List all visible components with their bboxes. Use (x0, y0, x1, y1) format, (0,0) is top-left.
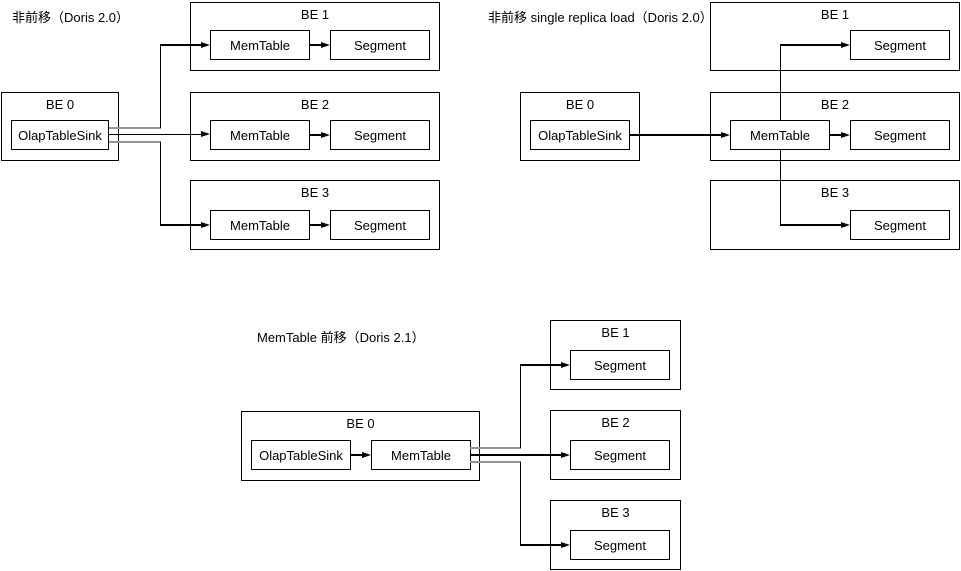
forward-be1-label: BE 1 (601, 325, 630, 340)
edge-memtable-to-be2-segment-arrowhead-forward (561, 451, 570, 458)
nonforward-be3-memtable-node: MemTable (210, 210, 310, 240)
nonforward-be1-segment-node: Segment (330, 30, 430, 60)
nonforward-be2-label: BE 2 (300, 97, 330, 112)
edge-sink-to-be1-horizontal (160, 44, 202, 46)
single-replica-be0-label: BE 0 (565, 97, 595, 112)
edge-sink-to-be3-horizontal (160, 224, 202, 226)
edge-memtable-to-be1-stub (470, 446, 521, 449)
nonforward-olaptablesink-node: OlapTableSink (11, 120, 109, 150)
edge-sink-to-be1-stub (109, 126, 161, 129)
edge-memtable-to-be1-arrowhead-forward (561, 361, 570, 368)
edge-be1-memtable-segment-arrowhead (321, 41, 330, 48)
forward-olaptablesink-node: OlapTableSink (251, 440, 351, 470)
edge-memtable-to-be3-horizontal (780, 224, 842, 226)
edge-memtable-to-be3-arrowhead-forward (561, 541, 570, 548)
nonforward-be2-segment-node: Segment (330, 120, 430, 150)
edge-sink-to-be1-vertical (160, 44, 162, 128)
single-replica-be2-label: BE 2 (820, 97, 850, 112)
single-replica-be1-label: BE 1 (820, 7, 850, 22)
single-replica-be2-memtable-node: MemTable (730, 120, 830, 150)
edge-sink-to-be2-arrowhead (201, 131, 210, 137)
nonforward-be3-label: BE 3 (300, 185, 330, 200)
forward-title: MemTable 前移（Doris 2.1） (257, 330, 425, 345)
forward-be1-segment-node: Segment (570, 350, 670, 380)
edge-memtable-to-be3-vertical (780, 149, 782, 226)
nonforward-be3-segment-node: Segment (330, 210, 430, 240)
forward-be3-label: BE 3 (601, 505, 630, 520)
nonforward-be2-memtable-node: MemTable (210, 120, 310, 150)
edge-memtable-to-be3-vertical-forward (520, 461, 522, 546)
edge-memtable-to-be2-segment-line (830, 134, 842, 136)
edge-memtable-to-be3-horizontal-forward (520, 544, 562, 546)
nonforward-be1-label: BE 1 (300, 7, 330, 22)
nonforward-be1-memtable-node: MemTable (210, 30, 310, 60)
edge-be2-memtable-segment-arrowhead (321, 131, 330, 138)
edge-memtable-to-be1-horizontal-forward (520, 364, 562, 366)
edge-sink-to-memtable-arrowhead-forward (362, 451, 371, 458)
single-replica-title: 非前移 single replica load（Doris 2.0） (488, 10, 713, 25)
forward-be3-segment-node: Segment (570, 530, 670, 560)
forward-be2-label: BE 2 (601, 415, 630, 430)
single-replica-be2-segment-node: Segment (850, 120, 950, 150)
single-replica-be1-segment-node: Segment (850, 30, 950, 60)
edge-memtable-to-be1-vertical-forward (520, 364, 522, 448)
single-replica-be3-label: BE 3 (820, 185, 850, 200)
edge-sink-to-be1-arrowhead (201, 41, 210, 48)
edge-sink-to-memtable-line (630, 134, 722, 136)
edge-memtable-to-be2-segment-arrowhead (841, 131, 850, 138)
forward-be0-label: BE 0 (346, 416, 375, 431)
edge-be1-memtable-segment-line (310, 44, 322, 46)
edge-be3-memtable-segment-line (310, 224, 322, 226)
edge-memtable-to-be3-arrowhead (841, 221, 850, 228)
single-replica-olaptablesink-node: OlapTableSink (530, 120, 630, 150)
edge-memtable-to-be1-vertical (780, 44, 782, 121)
edge-be2-memtable-segment-line (310, 134, 322, 136)
edge-memtable-to-be3-stub (470, 460, 521, 463)
forward-memtable-node: MemTable (371, 440, 471, 470)
nonforward-title: 非前移（Doris 2.0） (12, 10, 130, 25)
edge-sink-to-be3-stub (109, 140, 161, 143)
edge-sink-to-memtable-arrowhead (721, 131, 730, 138)
edge-memtable-to-be1-horizontal (780, 44, 842, 46)
edge-sink-to-be3-vertical (160, 141, 162, 226)
single-replica-be3-segment-node: Segment (850, 210, 950, 240)
edge-sink-to-be2-line (109, 133, 202, 136)
edge-sink-to-memtable-line-forward (351, 454, 363, 456)
forward-be2-segment-node: Segment (570, 440, 670, 470)
edge-memtable-to-be1-arrowhead (841, 41, 850, 48)
edge-be3-memtable-segment-arrowhead (321, 221, 330, 228)
nonforward-be0-label: BE 0 (45, 97, 75, 112)
edge-sink-to-be3-arrowhead (201, 221, 210, 228)
edge-memtable-to-be2-segment-line-forward (470, 454, 563, 456)
